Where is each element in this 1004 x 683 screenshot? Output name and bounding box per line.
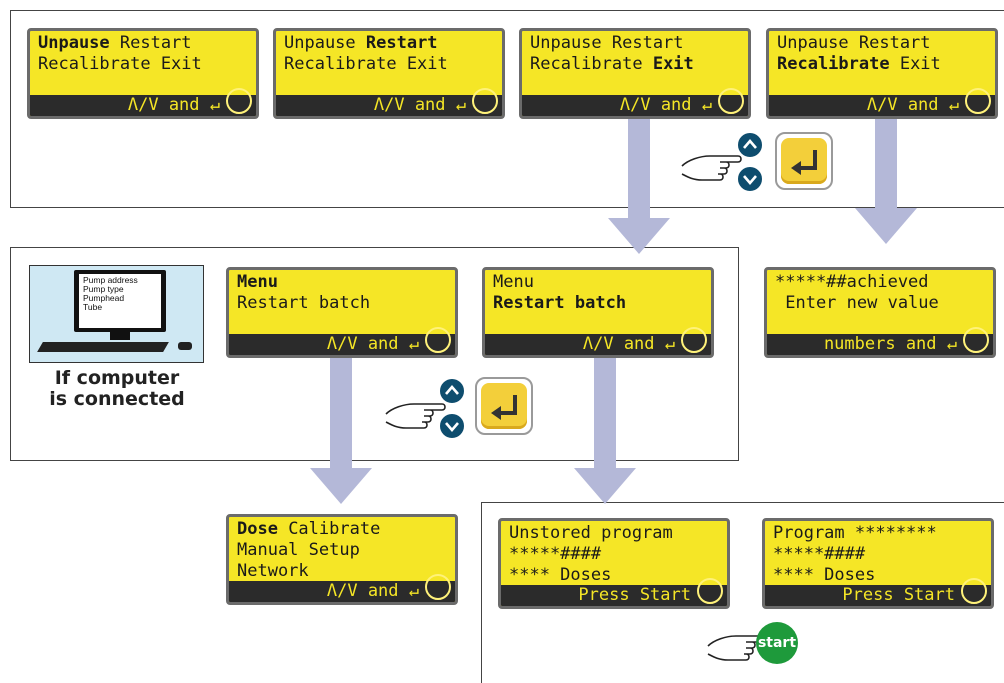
lcd-bar-text: Λ/V and ↵ xyxy=(619,95,712,115)
lcd-restart-selected: Unpause Restart Recalibrate Exit Λ/V and… xyxy=(273,28,505,119)
pointing-hand-icon xyxy=(681,155,742,181)
lcd-bar-text: numbers and ↵ xyxy=(823,334,957,354)
arrow-recalibrate-to-value xyxy=(855,118,917,244)
lcd-bar-text: Press Start xyxy=(578,585,691,605)
lcd-line1: Dose Calibrate xyxy=(237,519,381,539)
lcd-line3: Network xyxy=(237,561,309,581)
lcd-line2: Restart batch xyxy=(237,293,371,313)
arrow-menu-to-dose xyxy=(310,356,372,504)
lcd-line1: Unpause Restart xyxy=(777,33,931,53)
lcd-bar-text: Λ/V and ↵ xyxy=(326,334,419,354)
dial-icon xyxy=(963,327,989,353)
lcd-status-bar xyxy=(229,581,455,602)
enter-button[interactable] xyxy=(775,132,833,190)
lcd-line2: Recalibrate Exit xyxy=(38,54,202,74)
chevron-up-icon xyxy=(445,385,459,395)
computer-keyboard xyxy=(37,342,169,352)
screen-line: Pumphead xyxy=(83,293,125,303)
lcd-bar-text: Λ/V and ↵ xyxy=(326,581,419,601)
lcd-line1: Unpause Restart xyxy=(530,33,684,53)
down-button[interactable] xyxy=(736,165,764,193)
computer-caption: If computer is connected xyxy=(20,368,214,410)
lcd-exit-selected: Unpause Restart Recalibrate Exit Λ/V and… xyxy=(519,28,751,119)
arrow-exit-to-menu xyxy=(608,118,670,254)
lcd-line3: **** Doses xyxy=(509,565,612,585)
dial-icon xyxy=(226,88,252,114)
lcd-unpause-selected: Unpause Restart Recalibrate Exit Λ/V and… xyxy=(27,28,259,119)
chevron-up-icon xyxy=(743,139,757,149)
chevron-down-icon xyxy=(743,175,757,185)
lcd-line1: Unpause Restart xyxy=(38,33,192,53)
lcd-status-bar xyxy=(522,95,748,116)
lcd-line1: Menu xyxy=(493,272,534,292)
dial-icon xyxy=(961,578,987,604)
monitor-stand xyxy=(110,332,130,340)
lcd-achieved-enter-value: *****##achieved Enter new value numbers … xyxy=(764,267,996,358)
dial-icon xyxy=(718,88,744,114)
lcd-status-bar xyxy=(767,334,993,355)
lcd-bar-text: Λ/V and ↵ xyxy=(373,95,466,115)
screen-line: Pump address xyxy=(83,275,138,285)
lcd-bar-text: Λ/V and ↵ xyxy=(866,95,959,115)
lcd-line2: Manual Setup xyxy=(237,540,360,560)
lcd-line2: Recalibrate Exit xyxy=(777,54,941,74)
lcd-line2: Enter new value xyxy=(775,293,939,313)
lcd-line1: Program ******** xyxy=(773,523,937,543)
lcd-status-bar xyxy=(769,95,995,116)
dial-icon xyxy=(425,574,451,600)
enter-icon xyxy=(491,395,517,420)
lcd-line2: Restart batch xyxy=(493,293,627,313)
lcd-recalibrate-selected: Unpause Restart Recalibrate Exit Λ/V and… xyxy=(766,28,998,119)
lcd-status-bar xyxy=(30,95,256,116)
caption-line1: If computer xyxy=(54,367,180,389)
computer-screen: Pump address Pump type Pumphead Tube xyxy=(79,274,161,328)
lcd-menu-selected: Menu Restart batch Λ/V and ↵ xyxy=(226,267,458,358)
lcd-line2: *****#### xyxy=(509,544,602,564)
up-button[interactable] xyxy=(438,377,466,405)
lcd-restart-batch-selected: Menu Restart batch Λ/V and ↵ xyxy=(482,267,714,358)
lcd-line3: **** Doses xyxy=(773,565,876,585)
lcd-line2: *****#### xyxy=(773,544,866,564)
enter-button[interactable] xyxy=(475,377,533,435)
chevron-down-icon xyxy=(445,422,459,432)
dial-icon xyxy=(425,327,451,353)
lcd-dose-selected: Dose Calibrate Manual Setup Network Λ/V … xyxy=(226,514,458,605)
lcd-status-bar xyxy=(485,334,711,355)
caption-line2: is connected xyxy=(49,388,185,410)
lcd-line2: Recalibrate Exit xyxy=(530,54,694,74)
dial-icon xyxy=(681,327,707,353)
lcd-line2: Recalibrate Exit xyxy=(284,54,448,74)
dial-icon xyxy=(965,88,991,114)
screen-line: Tube xyxy=(83,302,103,312)
lcd-line1: *****##achieved xyxy=(775,272,929,292)
lcd-bar-text: Λ/V and ↵ xyxy=(582,334,675,354)
lcd-status-bar xyxy=(229,334,455,355)
computer-monitor: Pump address Pump type Pumphead Tube xyxy=(74,270,166,332)
lcd-status-bar xyxy=(501,585,727,606)
lcd-status-bar xyxy=(765,585,991,606)
down-button[interactable] xyxy=(438,412,466,440)
lcd-unstored-program: Unstored program *****#### **** Doses Pr… xyxy=(498,518,730,609)
dial-icon xyxy=(472,88,498,114)
lcd-line1: Unpause Restart xyxy=(284,33,438,53)
lcd-line1: Menu xyxy=(237,272,278,292)
screen-line: Pump type xyxy=(83,284,124,294)
lcd-bar-text: Λ/V and ↵ xyxy=(127,95,220,115)
lcd-bar-text: Press Start xyxy=(842,585,955,605)
computer-mouse xyxy=(178,342,192,350)
lcd-line1: Unstored program xyxy=(509,523,673,543)
arrow-restart-to-program xyxy=(574,356,636,504)
pointing-hand-icon xyxy=(385,403,446,429)
dial-icon xyxy=(697,578,723,604)
enter-icon xyxy=(791,150,817,175)
computer-illustration: Pump address Pump type Pumphead Tube xyxy=(29,265,204,363)
lcd-program: Program ******** *****#### **** Doses Pr… xyxy=(762,518,994,609)
start-button-label: start xyxy=(757,635,797,651)
up-button[interactable] xyxy=(736,131,764,159)
lcd-status-bar xyxy=(276,95,502,116)
start-button[interactable]: start xyxy=(756,622,798,664)
